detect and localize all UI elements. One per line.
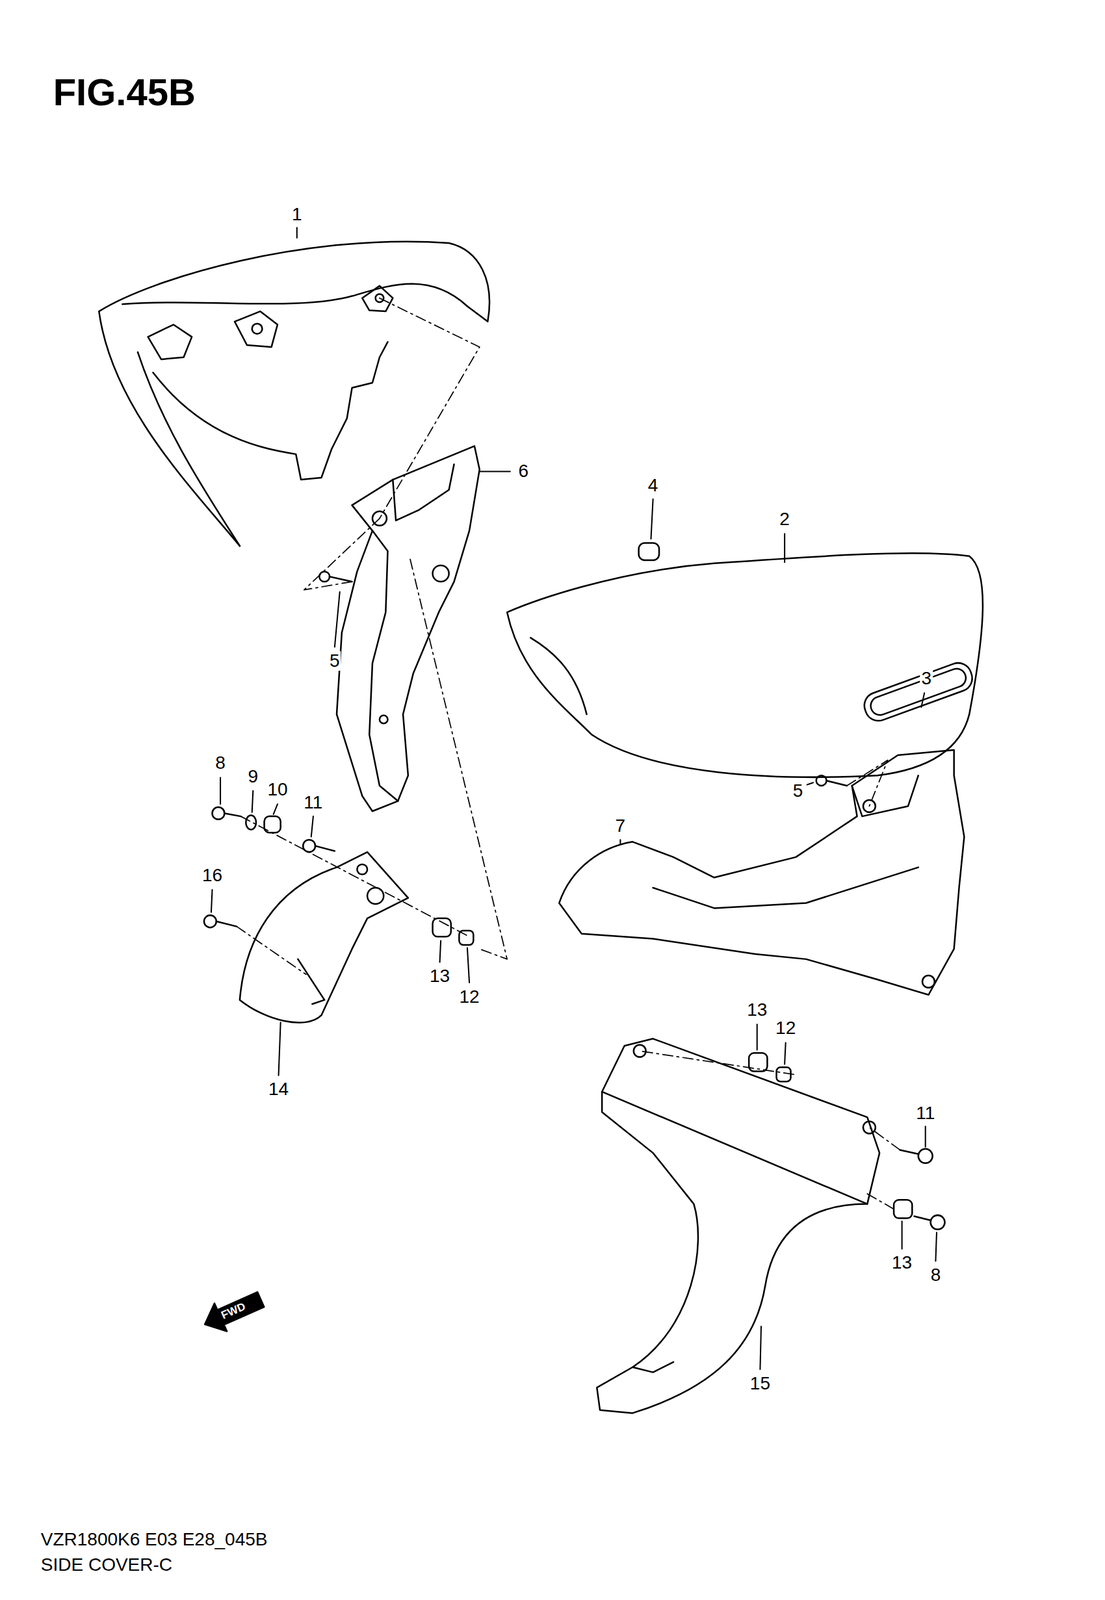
callout-number: 8 <box>929 1265 943 1286</box>
bracket <box>336 445 480 812</box>
direction-mark: FWD <box>218 1300 249 1323</box>
callout-number: 13 <box>428 966 452 987</box>
forward-arrow <box>198 1285 268 1339</box>
callout-number: 4 <box>646 475 660 496</box>
callout-number: 6 <box>516 461 530 481</box>
callout-number: 11 <box>302 793 324 813</box>
callout-number: 5 <box>791 781 805 801</box>
small-cover <box>239 852 409 1023</box>
diagram-code: VZR1800K6 E03 E28_045B <box>40 1530 268 1549</box>
figure-name: SIDE COVER-C <box>40 1556 173 1575</box>
lower-cover <box>559 750 964 996</box>
callout-number: 12 <box>457 987 481 1007</box>
callout-number: 8 <box>213 753 227 773</box>
side-cover <box>507 553 983 778</box>
figure-title: FIG.45B <box>53 73 196 112</box>
callout-number: 16 <box>200 865 224 886</box>
callout-number: 14 <box>267 1079 290 1100</box>
grommet <box>638 542 660 561</box>
callout-number: 10 <box>265 780 289 800</box>
callout-number: 9 <box>246 767 260 787</box>
callout-number: 11 <box>914 1103 936 1124</box>
callout-number: 7 <box>614 816 628 836</box>
callout-number: 13 <box>890 1253 914 1273</box>
callout-number: 15 <box>748 1374 772 1394</box>
lower-guard <box>596 1038 880 1414</box>
leader-lines <box>211 227 937 1370</box>
callout-number: 5 <box>328 651 342 671</box>
seat-cowl <box>98 241 490 546</box>
callout-number: 13 <box>745 1000 769 1020</box>
callout-number: 2 <box>778 509 792 530</box>
callout-number: 12 <box>774 1018 797 1039</box>
install-lines <box>236 298 900 1210</box>
fasteners <box>204 571 946 1230</box>
callout-number: 1 <box>290 204 304 225</box>
callout-number: 3 <box>920 668 934 689</box>
